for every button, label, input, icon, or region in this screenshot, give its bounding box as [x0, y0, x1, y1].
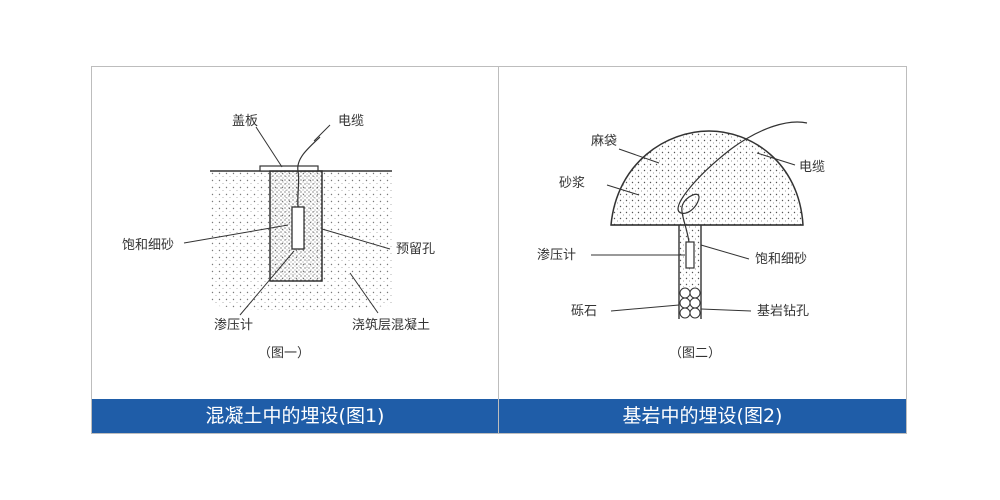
- gravel-fill: [679, 287, 701, 319]
- label-cable: 电缆: [799, 159, 825, 175]
- label-fine-sand: 饱和细砂: [122, 238, 174, 253]
- label-cover: 盖板: [232, 114, 258, 129]
- leader-sand: [183, 224, 289, 244]
- piezometer-icon: [685, 241, 695, 269]
- leader-sack: [618, 148, 660, 164]
- label-concrete: 浇筑层混凝土: [352, 317, 430, 333]
- leader-concrete: [349, 272, 379, 314]
- leader-cable: [756, 152, 796, 166]
- figure-panel-bedrock: 麻袋 电缆 砂浆 渗压计 饱和细砂 砾石 基岩钻孔 （图二） 基岩中的埋设(图2…: [498, 66, 907, 434]
- label-mortar: 砂浆: [559, 176, 585, 191]
- cable-line: [677, 121, 808, 243]
- cable-line: [297, 136, 321, 208]
- leader-cover: [255, 126, 283, 168]
- sack-dome: [610, 130, 804, 226]
- concrete-embedding-diagram: 盖板 电缆 饱和细砂 预留孔 渗压计 浇筑层混凝土 （图一）: [122, 113, 435, 361]
- leader-piezometer: [239, 250, 295, 316]
- leader-gravel: [610, 304, 680, 312]
- label-piezometer: 渗压计: [214, 318, 253, 333]
- piezometer-icon: [291, 206, 305, 250]
- label-cable: 电缆: [338, 113, 364, 129]
- label-reserved-hole: 预留孔: [396, 242, 435, 257]
- leader-sand: [700, 244, 750, 260]
- label-borehole: 基岩钻孔: [757, 304, 809, 319]
- caption-bar: 基岩中的埋设(图2): [499, 399, 906, 433]
- label-piezometer: 渗压计: [537, 248, 576, 263]
- figure-panel-concrete: 盖板 电缆 饱和细砂 预留孔 渗压计 浇筑层混凝土 （图一） 混凝土中的埋设(图…: [91, 66, 499, 434]
- label-sack: 麻袋: [591, 134, 617, 149]
- sub-caption: （图一）: [258, 346, 310, 361]
- leader-cable: [313, 124, 331, 142]
- leader-hole: [321, 228, 391, 250]
- leader-borehole: [700, 308, 752, 312]
- label-fine-sand: 饱和细砂: [755, 252, 807, 267]
- bedrock-embedding-diagram: 麻袋 电缆 砂浆 渗压计 饱和细砂 砾石 基岩钻孔 （图二）: [537, 121, 825, 361]
- sub-caption: （图二）: [669, 346, 721, 361]
- caption-bar: 混凝土中的埋设(图1): [92, 399, 498, 433]
- label-gravel: 砾石: [571, 304, 597, 319]
- leader-mortar: [606, 184, 640, 196]
